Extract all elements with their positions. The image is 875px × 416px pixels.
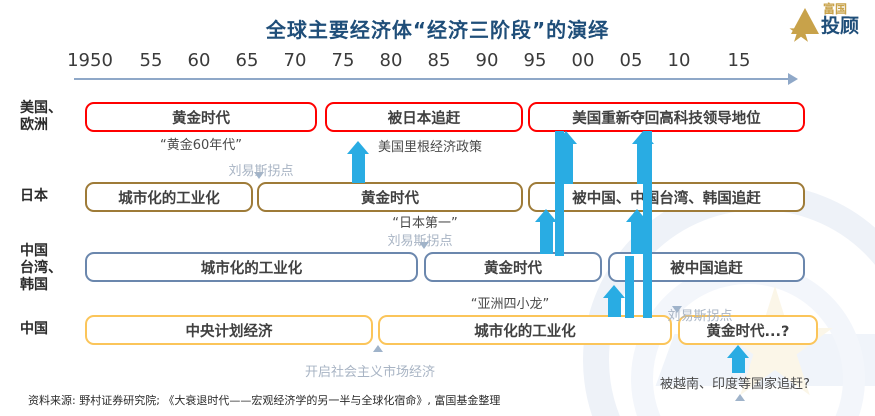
axis-tick-75: 75 bbox=[331, 50, 355, 71]
axis-tick-70: 70 bbox=[283, 50, 307, 71]
phase-box-china-3[interactable]: 黄金时代...? bbox=[678, 315, 818, 345]
bar-japan-us-link bbox=[555, 131, 564, 186]
arrow-tw-to-us-left bbox=[555, 131, 577, 184]
phase-box-us-eu-3[interactable]: 美国重新夺回高科技领导地位 bbox=[528, 102, 805, 132]
phase-box-taiwan-korea-1[interactable]: 城市化的工业化 bbox=[85, 252, 418, 282]
annotation-vietnam-india: 被越南、印度等国家追赶? bbox=[660, 377, 810, 392]
axis-tick-15: 15 bbox=[727, 50, 751, 71]
annotation-reagan-policy: 美国里根经济政策 bbox=[377, 140, 483, 155]
lewis-marker-china-2 bbox=[672, 306, 682, 313]
bar-japan-tw-link bbox=[555, 186, 564, 256]
lewis-marker-japan bbox=[254, 172, 264, 179]
axis-tick-60: 60 bbox=[187, 50, 211, 71]
row-label-japan: 日本 bbox=[20, 188, 48, 204]
source-note: 资料来源: 野村证券研究院; 《大衰退时代——宏观经济学的另一半与全球化宿命》,… bbox=[28, 394, 501, 407]
axis-tick-85: 85 bbox=[427, 50, 451, 71]
row-label-china: 中国 bbox=[20, 321, 48, 337]
phase-box-taiwan-korea-2[interactable]: 黄金时代 bbox=[424, 252, 602, 282]
brand-logo: 富国 投顾 bbox=[789, 2, 869, 46]
annotation-japan-first: “日本第一” bbox=[392, 216, 458, 231]
phase-box-us-eu-2[interactable]: 被日本追赶 bbox=[325, 102, 523, 132]
axis-tick-00: 00 bbox=[571, 50, 595, 71]
annotation-asian-dragons: “亚洲四小龙” bbox=[470, 297, 550, 312]
arrow-cn-to-tw bbox=[603, 285, 625, 317]
annotation-lewis-point-1: 刘易斯拐点 bbox=[228, 164, 294, 179]
lewis-marker-china-3 bbox=[735, 394, 745, 401]
axis-tick-1950: 1950 bbox=[67, 50, 113, 71]
row-label-us-eu: 美国、 欧洲 bbox=[20, 100, 62, 133]
bar-china-down-1 bbox=[625, 256, 634, 318]
annotation-golden-sixties: “黄金60年代” bbox=[159, 138, 243, 153]
lewis-marker-tw bbox=[419, 242, 429, 249]
axis-tick-10: 10 bbox=[667, 50, 691, 71]
arrow-japan-to-us bbox=[347, 141, 369, 183]
bar-china-down-2 bbox=[643, 256, 652, 318]
arrow-vietnam-to-china bbox=[727, 345, 749, 373]
axis-tick-95: 95 bbox=[523, 50, 547, 71]
axis-tick-55: 55 bbox=[139, 50, 163, 71]
logo-main-text: 投顾 bbox=[821, 15, 860, 37]
arrow-cn-to-us-right bbox=[632, 131, 654, 184]
row-label-taiwan-korea: 中国 台湾、 韩国 bbox=[20, 243, 62, 293]
phase-box-japan-2[interactable]: 黄金时代 bbox=[257, 182, 523, 212]
phase-box-us-eu-1[interactable]: 黄金时代 bbox=[85, 102, 317, 132]
phase-box-japan-1[interactable]: 城市化的工业化 bbox=[85, 182, 253, 212]
axis-tick-65: 65 bbox=[235, 50, 259, 71]
axis-tick-80: 80 bbox=[379, 50, 403, 71]
arrow-tw-to-japan bbox=[535, 209, 557, 254]
phase-box-china-1[interactable]: 中央计划经济 bbox=[85, 315, 373, 345]
axis-tick-90: 90 bbox=[475, 50, 499, 71]
timeline-arrow-icon bbox=[788, 73, 798, 85]
lewis-marker-china-1 bbox=[373, 345, 383, 352]
page-title: 全球主要经济体“经济三阶段”的演绎 bbox=[265, 18, 610, 42]
axis-tick-05: 05 bbox=[619, 50, 643, 71]
logo-star-icon bbox=[789, 8, 823, 42]
annotation-socialist-market: 开启社会主义市场经济 bbox=[304, 365, 436, 380]
timeline-axis bbox=[74, 78, 790, 80]
phase-box-japan-3[interactable]: 被中国、中国台湾、韩国追赶 bbox=[528, 182, 805, 212]
phase-box-china-2[interactable]: 城市化的工业化 bbox=[378, 315, 672, 345]
logo-top-text: 富国 bbox=[823, 2, 848, 16]
annotation-lewis-point-2: 刘易斯拐点 bbox=[387, 234, 453, 249]
phase-box-taiwan-korea-3[interactable]: 被中国追赶 bbox=[608, 252, 805, 282]
annotation-lewis-point-3: 刘易斯拐点 bbox=[667, 309, 733, 324]
arrow-cn-to-japan bbox=[626, 209, 648, 254]
